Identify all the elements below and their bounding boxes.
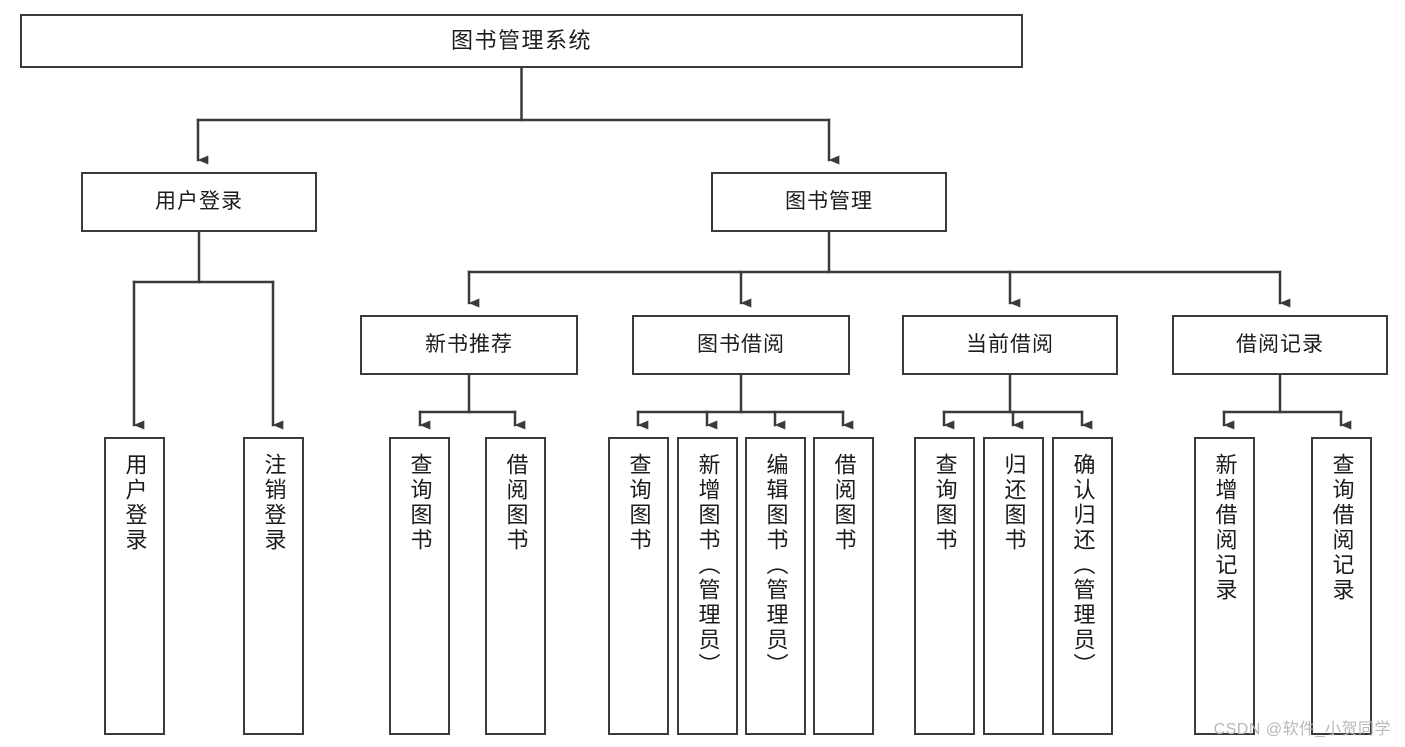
node-leaf-return-book[interactable]: 归还图书 — [983, 437, 1044, 735]
node-borrow-record-label: 借阅记录 — [1236, 332, 1324, 356]
node-user-login-label: 用户登录 — [155, 189, 243, 213]
node-book-borrow-label: 图书借阅 — [697, 332, 785, 356]
node-leaf-query-book-recommend-label: 查询图书 — [407, 453, 433, 553]
node-new-book-recommend[interactable]: 新书推荐 — [360, 315, 578, 375]
node-leaf-borrow-book-recommend[interactable]: 借阅图书 — [485, 437, 546, 735]
node-leaf-confirm-return-admin[interactable]: 确认归还（管理员） — [1052, 437, 1113, 735]
node-leaf-return-book-label: 归还图书 — [1001, 453, 1027, 553]
node-book-borrow[interactable]: 图书借阅 — [632, 315, 850, 375]
node-leaf-edit-book-admin[interactable]: 编辑图书（管理员） — [745, 437, 806, 735]
node-current-borrow-label: 当前借阅 — [966, 332, 1054, 356]
node-leaf-add-borrow-record[interactable]: 新增借阅记录 — [1194, 437, 1255, 735]
node-new-book-recommend-label: 新书推荐 — [425, 332, 513, 356]
node-leaf-borrow-book-label: 借阅图书 — [831, 453, 857, 553]
node-leaf-query-borrow-record-label: 查询借阅记录 — [1329, 453, 1355, 603]
node-leaf-query-book-current[interactable]: 查询图书 — [914, 437, 975, 735]
node-leaf-query-book-recommend[interactable]: 查询图书 — [389, 437, 450, 735]
node-leaf-query-borrow-record[interactable]: 查询借阅记录 — [1311, 437, 1372, 735]
watermark-text: CSDN @软件_小贺同学 — [1213, 721, 1391, 738]
node-root[interactable]: 图书管理系统 — [20, 14, 1023, 68]
node-root-label: 图书管理系统 — [450, 28, 592, 54]
node-leaf-confirm-return-admin-label: 确认归还（管理员） — [1070, 453, 1096, 678]
node-leaf-borrow-book-recommend-label: 借阅图书 — [503, 453, 529, 553]
node-leaf-add-book-admin[interactable]: 新增图书（管理员） — [677, 437, 738, 735]
node-leaf-user-login-label: 用户登录 — [122, 453, 148, 553]
node-book-manage-label: 图书管理 — [785, 189, 873, 213]
node-user-login[interactable]: 用户登录 — [81, 172, 317, 232]
node-current-borrow[interactable]: 当前借阅 — [902, 315, 1118, 375]
node-leaf-query-book-current-label: 查询图书 — [932, 453, 958, 553]
node-leaf-add-borrow-record-label: 新增借阅记录 — [1212, 453, 1238, 603]
node-leaf-query-book-borrow-label: 查询图书 — [626, 453, 652, 553]
node-leaf-query-book-borrow[interactable]: 查询图书 — [608, 437, 669, 735]
node-leaf-add-book-admin-label: 新增图书（管理员） — [695, 453, 721, 678]
node-leaf-logout-login[interactable]: 注销登录 — [243, 437, 304, 735]
node-borrow-record[interactable]: 借阅记录 — [1172, 315, 1388, 375]
node-leaf-logout-login-label: 注销登录 — [261, 453, 287, 553]
node-leaf-borrow-book[interactable]: 借阅图书 — [813, 437, 874, 735]
node-leaf-user-login[interactable]: 用户登录 — [104, 437, 165, 735]
node-book-manage[interactable]: 图书管理 — [711, 172, 947, 232]
node-leaf-edit-book-admin-label: 编辑图书（管理员） — [763, 453, 789, 678]
